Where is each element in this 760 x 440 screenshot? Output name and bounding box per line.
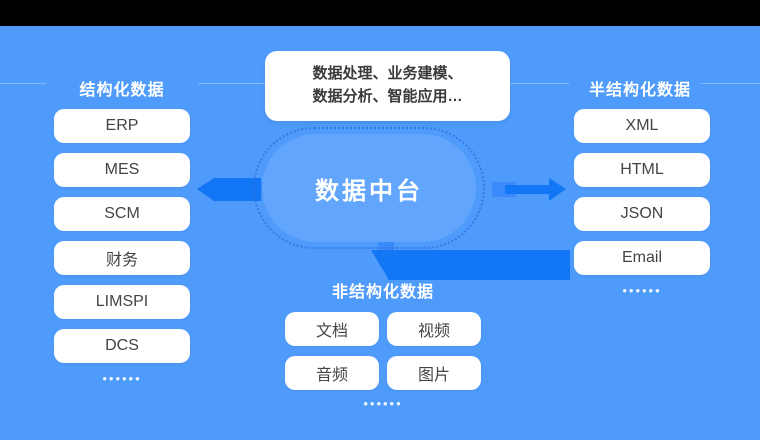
decorative-line (198, 83, 266, 84)
arrow-right-body (505, 185, 557, 194)
arrow-right-icon (549, 178, 566, 201)
list-item[interactable]: MES (54, 153, 190, 187)
list-item[interactable]: 音频 (285, 356, 379, 390)
top-letterbox-bar (0, 0, 760, 26)
arrow-bottom-body (388, 250, 570, 280)
section-title-structured: 结构化数据 (79, 82, 165, 99)
decorative-line (0, 83, 46, 84)
callout-line-1: 数据处理、业务建模、 (312, 65, 463, 82)
list-item[interactable]: HTML (574, 153, 710, 187)
list-item[interactable]: 视频 (387, 312, 481, 346)
section-title-unstructured: 非结构化数据 (331, 284, 434, 301)
center-dotted-ring (253, 127, 485, 249)
section-title-semi-structured: 半结构化数据 (588, 82, 691, 99)
list-item[interactable]: 文档 (285, 312, 379, 346)
list-item[interactable]: JSON (574, 197, 710, 231)
arrow-left-body (213, 178, 261, 201)
decorative-line (700, 83, 760, 84)
list-item[interactable]: XML (574, 109, 710, 143)
list-item[interactable]: 图片 (387, 356, 481, 390)
center-node[interactable]: 数据中台 (262, 134, 476, 242)
list-item[interactable]: SCM (54, 197, 190, 231)
center-node-label: 数据中台 (315, 177, 423, 205)
callout-line-2: 数据分析、智能应用… (312, 87, 463, 105)
list-item[interactable]: DCS (54, 329, 190, 363)
list-item[interactable]: LIMSPI (54, 285, 190, 319)
arrow-left-icon (197, 178, 214, 201)
semi-structured-more-ellipsis: •••••• (622, 283, 662, 298)
diagram-background: 数据处理、业务建模、 数据分析、智能应用… 数据中台 结构化数据 ERP MES… (0, 26, 760, 440)
capabilities-callout: 数据处理、业务建模、 数据分析、智能应用… (265, 51, 510, 121)
list-item[interactable]: Email (574, 241, 710, 275)
structured-more-ellipsis: •••••• (102, 371, 142, 386)
unstructured-more-ellipsis: •••••• (363, 396, 403, 411)
arrow-bottom-icon (371, 250, 389, 280)
list-item[interactable]: 财务 (54, 241, 190, 275)
list-item[interactable]: ERP (54, 109, 190, 143)
decorative-line (497, 83, 569, 84)
